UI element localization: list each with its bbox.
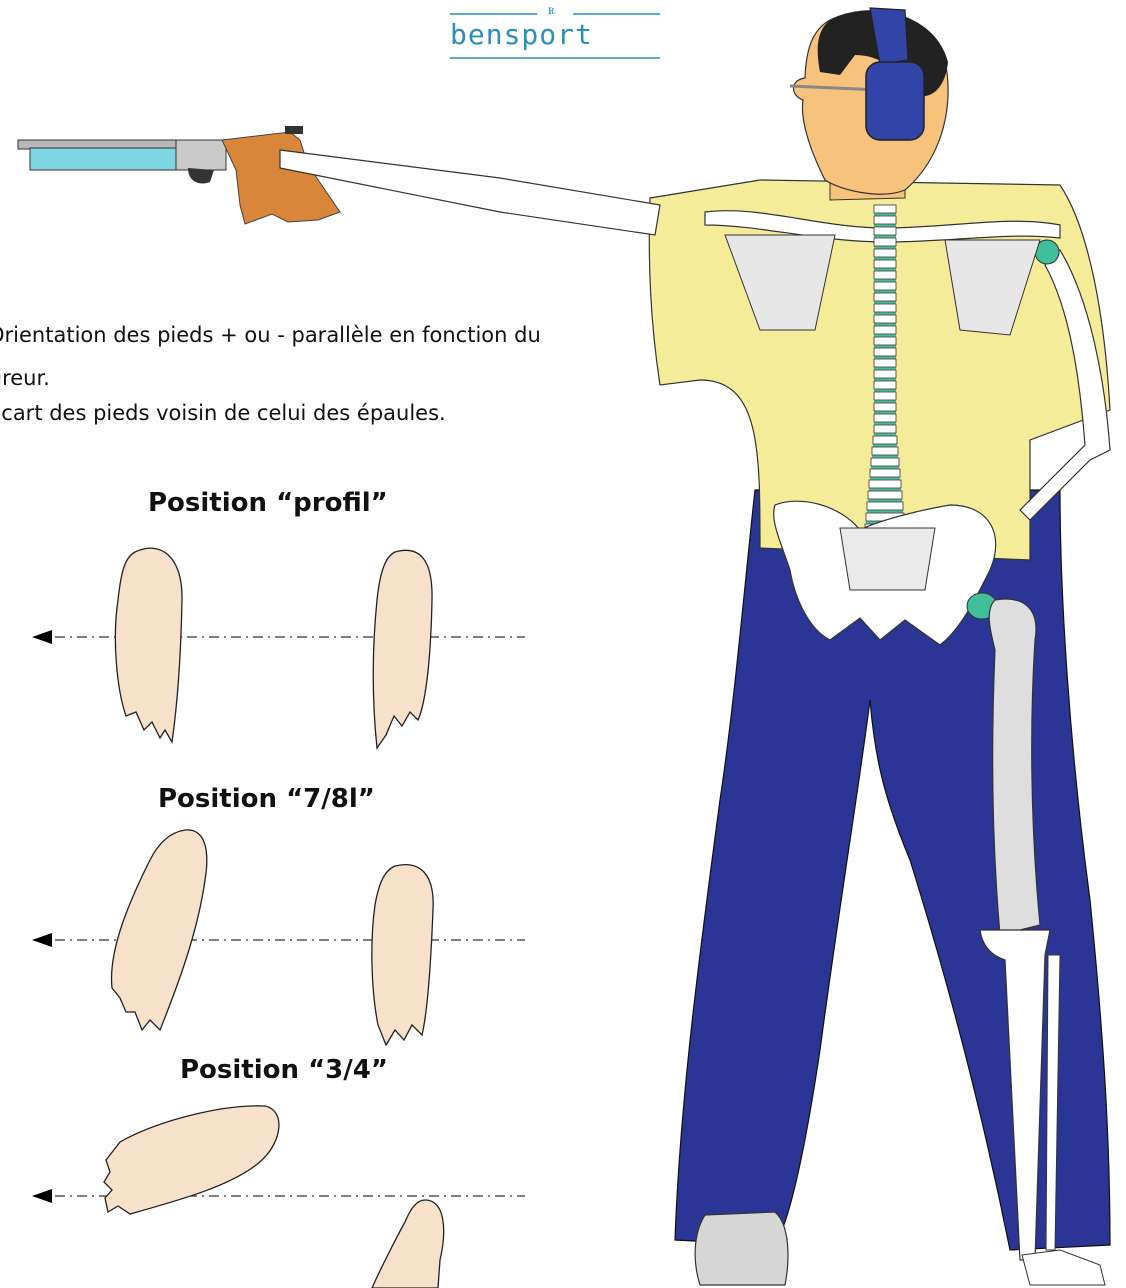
headphones-cup: [866, 62, 924, 140]
extended-arm-bones: [280, 150, 660, 235]
vertebra: [874, 337, 896, 345]
vertebra: [874, 348, 896, 356]
vertebra: [874, 227, 896, 235]
vertebra: [874, 392, 896, 400]
vertebra: [874, 249, 896, 257]
vertebra: [874, 326, 896, 334]
vertebra: [871, 458, 899, 466]
vertebra: [874, 260, 896, 268]
vertebra: [874, 315, 896, 323]
vertebra: [874, 293, 896, 301]
vertebra: [874, 381, 896, 389]
vertebra: [874, 271, 896, 279]
vertebra: [874, 370, 896, 378]
vertebra: [874, 216, 896, 224]
foot-bones: [1022, 1250, 1105, 1285]
vertebra: [874, 238, 896, 246]
vertebra: [869, 480, 901, 488]
vertebra: [870, 469, 900, 477]
vertebra: [874, 205, 896, 213]
vertebra: [874, 403, 896, 411]
vertebra: [874, 304, 896, 312]
vertebra: [874, 425, 896, 433]
sacrum: [840, 528, 935, 590]
shoe: [695, 1212, 788, 1285]
vertebra: [873, 436, 897, 444]
vertebra: [872, 447, 898, 455]
vertebra: [874, 414, 896, 422]
vertebra: [874, 359, 896, 367]
vertebra: [867, 502, 903, 510]
vertebra: [868, 491, 902, 499]
vertebra: [874, 282, 896, 290]
